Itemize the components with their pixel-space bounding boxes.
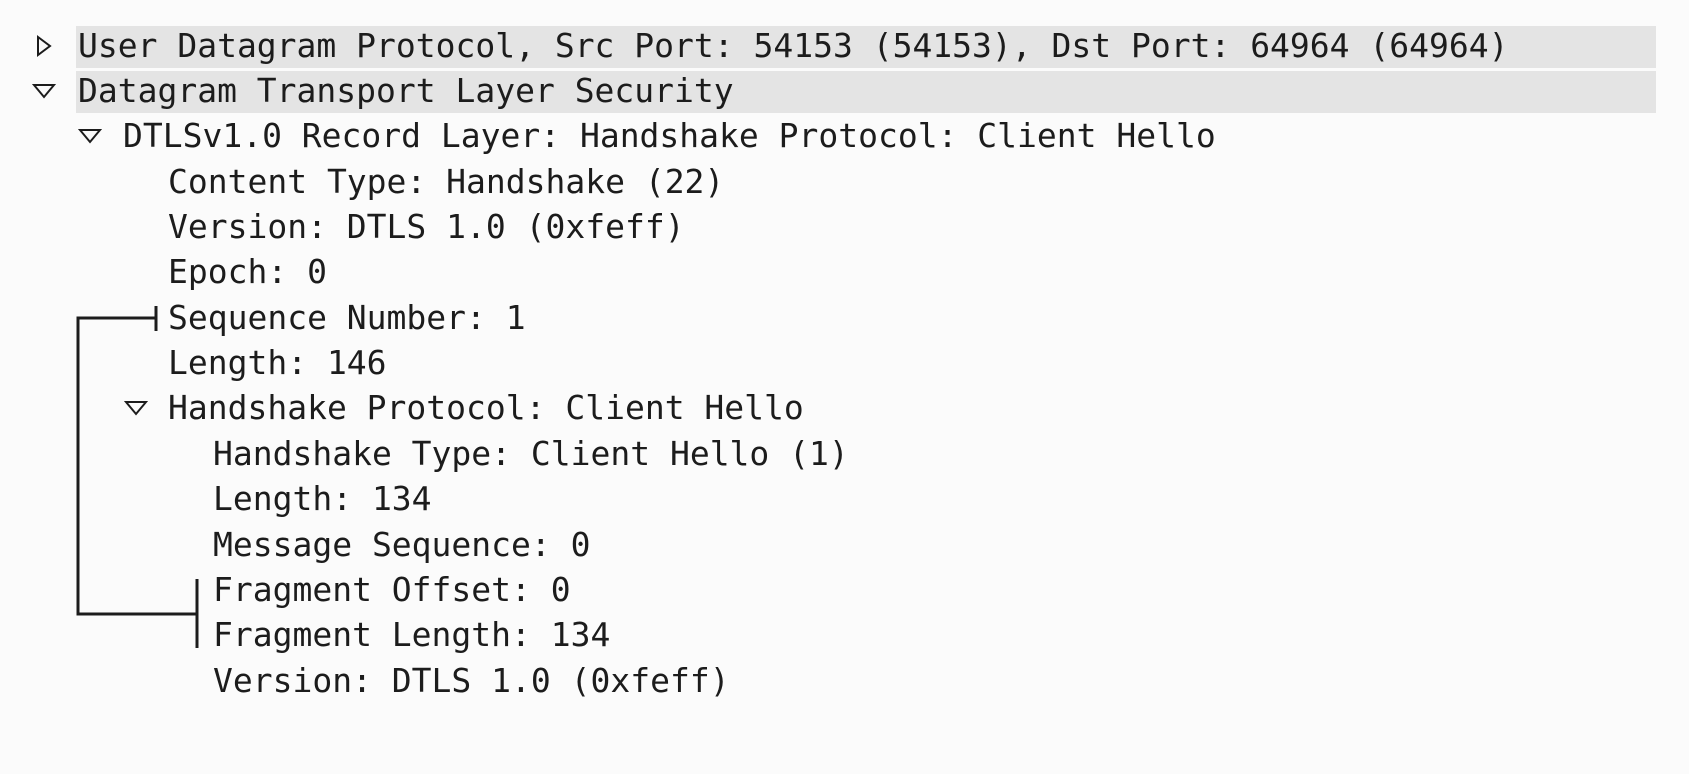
tree-row-label: Sequence Number: 1 xyxy=(168,298,526,337)
tree-row-length[interactable]: Length: 146 xyxy=(0,341,1689,385)
tree-row-handshake-protocol[interactable]: Handshake Protocol: Client Hello xyxy=(0,386,1689,430)
tree-row-label: Version: DTLS 1.0 (0xfeff) xyxy=(213,661,730,700)
tree-row-version[interactable]: Version: DTLS 1.0 (0xfeff) xyxy=(0,205,1689,249)
tree-row-sequence-number[interactable]: Sequence Number: 1 xyxy=(0,296,1689,340)
tree-row-handshake-type[interactable]: Handshake Type: Client Hello (1) xyxy=(0,432,1689,476)
triangle-down-icon[interactable] xyxy=(120,386,152,430)
tree-row-dtls[interactable]: Datagram Transport Layer Security xyxy=(0,69,1689,113)
tree-row-epoch[interactable]: Epoch: 0 xyxy=(0,250,1689,294)
tree-row-fragment-offset[interactable]: Fragment Offset: 0 xyxy=(0,568,1689,612)
triangle-down-icon[interactable] xyxy=(74,114,106,158)
tree-row-label: User Datagram Protocol, Src Port: 54153 … xyxy=(78,26,1509,65)
tree-row-label: Handshake Protocol: Client Hello xyxy=(168,388,804,427)
tree-row-fragment-length[interactable]: Fragment Length: 134 xyxy=(0,613,1689,657)
tree-row-label: Epoch: 0 xyxy=(168,252,327,291)
tree-row-label: Length: 146 xyxy=(168,343,387,382)
tree-row-record-layer[interactable]: DTLSv1.0 Record Layer: Handshake Protoco… xyxy=(0,114,1689,158)
tree-row-label: Handshake Type: Client Hello (1) xyxy=(213,434,849,473)
triangle-right-icon[interactable] xyxy=(28,24,60,68)
tree-row-label: Version: DTLS 1.0 (0xfeff) xyxy=(168,207,685,246)
tree-row-content-type[interactable]: Content Type: Handshake (22) xyxy=(0,160,1689,204)
tree-row-label: Fragment Length: 134 xyxy=(213,615,611,654)
tree-row-handshake-length[interactable]: Length: 134 xyxy=(0,477,1689,521)
tree-row-message-sequence[interactable]: Message Sequence: 0 xyxy=(0,523,1689,567)
tree-row-label: Message Sequence: 0 xyxy=(213,525,591,564)
tree-row-label: Length: 134 xyxy=(213,479,432,518)
tree-row-label: Datagram Transport Layer Security xyxy=(78,71,734,110)
tree-row-label: Fragment Offset: 0 xyxy=(213,570,571,609)
tree-row-label: DTLSv1.0 Record Layer: Handshake Protoco… xyxy=(123,116,1216,155)
tree-row-hello-version[interactable]: Version: DTLS 1.0 (0xfeff) xyxy=(0,659,1689,703)
tree-row-label: Content Type: Handshake (22) xyxy=(168,162,725,201)
tree-row-udp[interactable]: User Datagram Protocol, Src Port: 54153 … xyxy=(0,24,1689,68)
triangle-down-icon[interactable] xyxy=(28,69,60,113)
